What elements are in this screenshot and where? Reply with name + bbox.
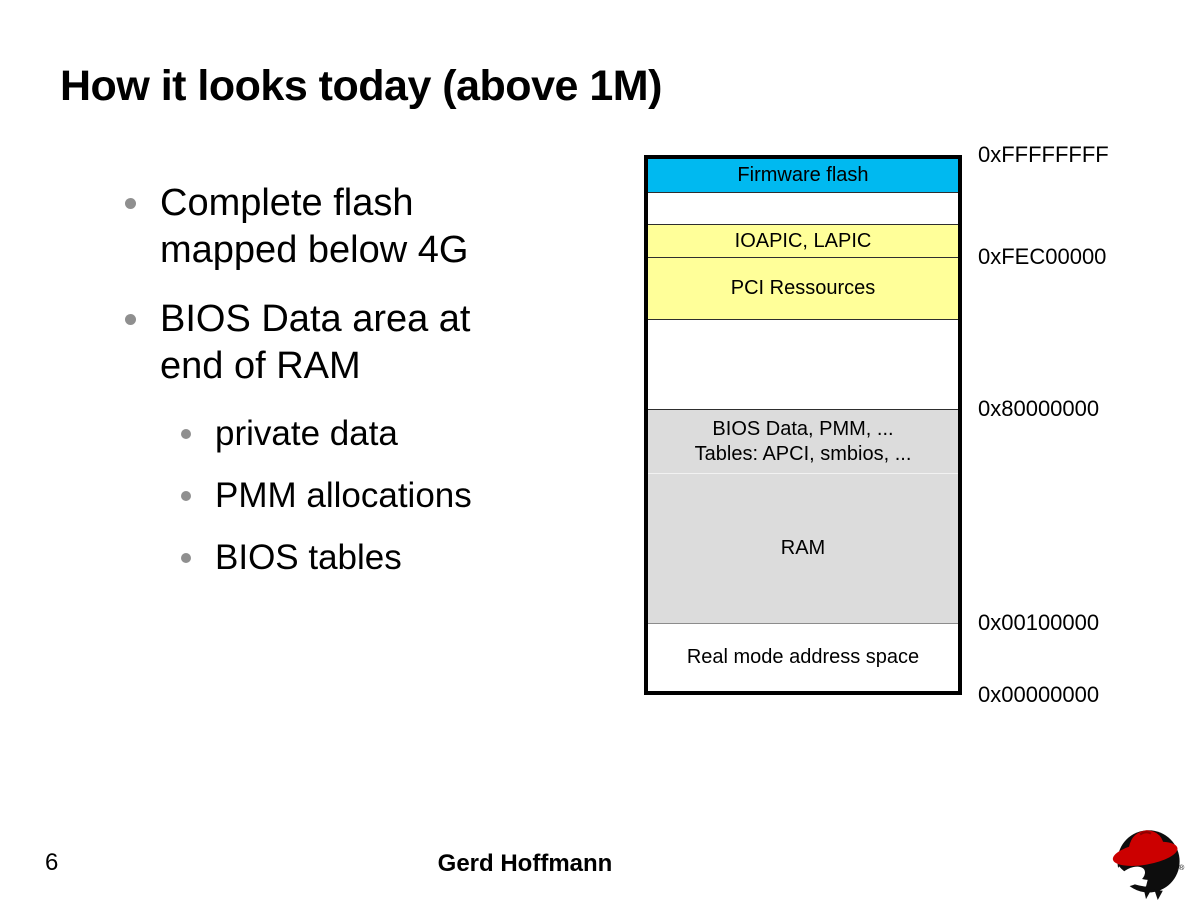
bullet-icon: [125, 198, 136, 209]
bullet-item: private data: [181, 412, 625, 456]
memory-segment: PCI Ressources: [648, 257, 958, 319]
bullet-text: private data: [215, 414, 398, 453]
bullet-icon: [125, 314, 136, 325]
page-title: How it looks today (above 1M): [60, 62, 662, 110]
memory-segment: IOAPIC, LAPIC: [648, 224, 958, 257]
bullet-item: PMM allocations: [181, 474, 625, 518]
segment-label: IOAPIC, LAPIC: [734, 229, 872, 252]
bullet-text: BIOS Data area at end of RAM: [160, 298, 471, 387]
memory-segment: [648, 319, 958, 409]
address-label: 0xFFFFFFFF: [978, 142, 1109, 167]
memory-segment: BIOS Data, PMM, ...Tables: APCI, smbios,…: [648, 409, 958, 473]
segment-label: PCI Ressources: [730, 277, 876, 299]
segment-label: RAM: [780, 537, 826, 559]
page-number: 6: [45, 849, 59, 876]
bullet-text: Complete flash mapped below 4G: [160, 182, 469, 271]
memory-segment: Real mode address space: [648, 623, 958, 691]
bullet-item: BIOS Data area at end of RAM: [125, 296, 625, 390]
bullet-list: Complete flash mapped below 4G BIOS Data …: [125, 180, 625, 598]
address-label: 0x00000000: [978, 682, 1100, 707]
address-label: 0x00100000: [978, 610, 1100, 635]
bullet-icon: [181, 429, 191, 439]
bullet-text: BIOS tables: [215, 538, 402, 577]
address-label-column: 0xFFFFFFFF 0xFEC00000 0x80000000 0x00100000…: [978, 142, 1200, 725]
bullet-item: BIOS tables: [181, 536, 625, 580]
footer-author: Gerd Hoffmann: [437, 850, 613, 877]
memory-segment: RAM: [648, 473, 958, 623]
bullet-icon: [181, 553, 191, 563]
bullet-icon: [181, 491, 191, 501]
segment-label: BIOS Data, PMM, ...: [712, 417, 894, 440]
memory-segment: Firmware flash: [648, 159, 958, 192]
bullet-item: Complete flash mapped below 4G: [125, 180, 625, 274]
memory-segment: [648, 192, 958, 224]
address-label: 0xFEC00000: [978, 244, 1107, 269]
segment-label: Tables: APCI, smbios, ...: [694, 442, 912, 465]
redhat-logo-icon: ®: [1104, 816, 1188, 900]
segment-label: Firmware flash: [737, 164, 869, 186]
svg-text:®: ®: [1179, 863, 1185, 872]
bullet-text: PMM allocations: [215, 476, 472, 515]
address-label: 0x80000000: [978, 396, 1100, 421]
segment-label: Real mode address space: [686, 646, 920, 668]
